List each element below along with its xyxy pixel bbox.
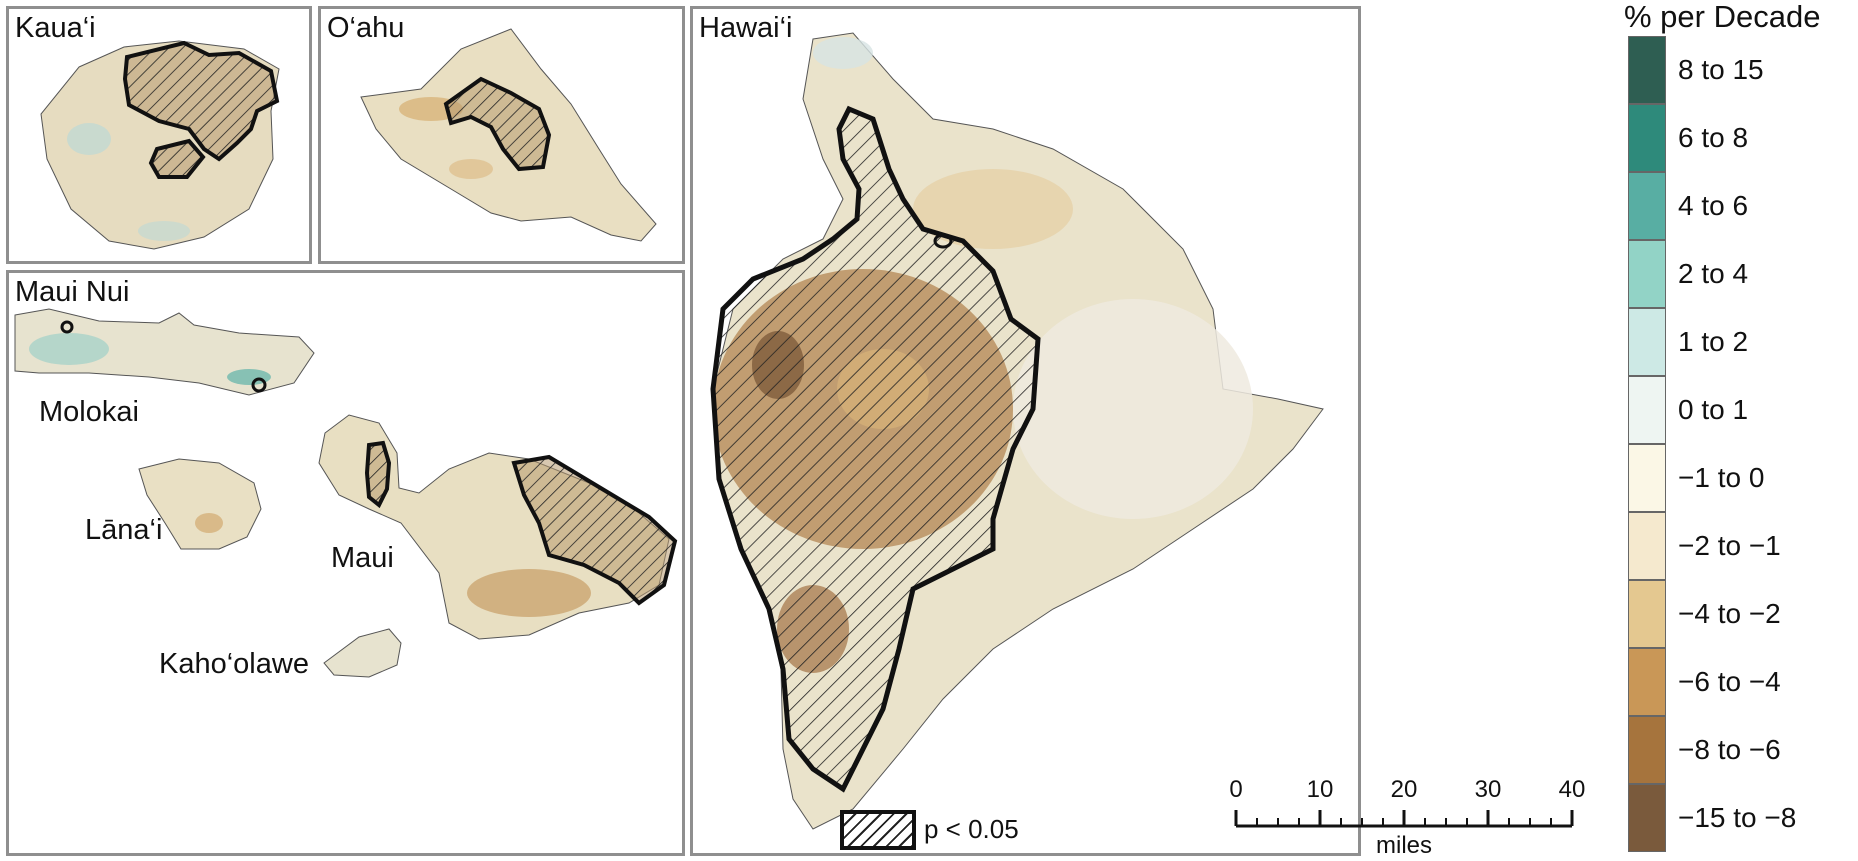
significance-label: p < 0.05 (924, 814, 1019, 844)
panel-title-kauai: Kaua‘i (15, 12, 96, 44)
legend-swatch (1628, 172, 1666, 240)
kauai-significance-region (122, 40, 280, 162)
legend-swatch (1628, 36, 1666, 104)
legend-swatch (1628, 240, 1666, 308)
legend-swatch (1628, 308, 1666, 376)
hawaii-dry-zone-north (913, 169, 1073, 249)
kahoolawe-island (323, 628, 402, 678)
legend-label: −1 to 0 (1678, 462, 1765, 493)
scale-bar-tick-label: 30 (1474, 776, 1502, 803)
maui-nui-panel: Maui Nui Molokai Lāna‘i Maui Kaho‘olawe (6, 270, 685, 856)
kauai-wet-zone-south (138, 221, 190, 241)
legend-label: −6 to −4 (1678, 666, 1781, 697)
kauai-map (40, 40, 280, 250)
kauai-panel: Kaua‘i (6, 6, 312, 264)
panel-title-hawaii: Hawai‘i (699, 12, 793, 44)
island-label-molokai: Molokai (39, 396, 139, 428)
hawaii-neutral-east (1013, 299, 1253, 519)
scale-bar-tick-label: 40 (1558, 776, 1586, 803)
oahu-map (360, 28, 657, 242)
molokai-significance-dot (60, 320, 74, 334)
oahu-panel: O‘ahu (318, 6, 685, 264)
scale-bar-tick-label: 10 (1306, 776, 1334, 803)
kauai-wet-zone (67, 123, 111, 155)
island-label-kahoolawe: Kaho‘olawe (159, 648, 309, 680)
panel-title-oahu: O‘ahu (327, 12, 405, 44)
legend-swatch (1628, 784, 1666, 852)
legend-label: −8 to −6 (1678, 734, 1781, 765)
scale-bar-tick-label: 0 (1229, 776, 1243, 803)
molokai-wet-zone (29, 333, 109, 365)
hawaii-map (710, 32, 1324, 830)
hawaii-wet-zone-north (813, 37, 873, 69)
hawaii-significance-region (710, 105, 1041, 793)
hawaii-significance-dot (933, 233, 953, 249)
legend-swatch (1628, 104, 1666, 172)
scale-bar (1234, 810, 1574, 828)
legend-swatch (1628, 716, 1666, 784)
lanai-island (138, 458, 262, 550)
hawaii-panel: Hawai‘i (690, 6, 1361, 856)
legend-swatch (1628, 512, 1666, 580)
oahu-significance-region (443, 76, 552, 172)
maui-dry-zone (467, 569, 591, 617)
molokai-wet-zone-east (227, 369, 271, 385)
legend-title: % per Decade (1624, 0, 1821, 34)
island-label-maui: Maui (331, 542, 394, 574)
legend-label: 6 to 8 (1678, 122, 1749, 153)
legend-label: 1 to 2 (1678, 326, 1749, 357)
legend-label: −4 to −2 (1678, 598, 1781, 629)
legend-swatch (1628, 580, 1666, 648)
panel-title-maui-nui: Maui Nui (15, 276, 130, 308)
lanai-dry-zone (195, 513, 223, 533)
legend-swatch (1628, 648, 1666, 716)
scale-bar-tick-label: 20 (1390, 776, 1418, 803)
legend-label: 0 to 1 (1678, 394, 1749, 425)
legend-swatch (1628, 444, 1666, 512)
oahu-dry-zone-south (449, 159, 493, 179)
maui-nui-map (14, 308, 678, 678)
legend-label: 2 to 4 (1678, 258, 1749, 289)
scale-bar-units: miles (1375, 832, 1433, 859)
legend-label: 4 to 6 (1678, 190, 1749, 221)
scale-bar-ticks (1234, 810, 1574, 826)
significance-swatch (840, 810, 916, 850)
legend-label: 8 to 15 (1678, 54, 1764, 85)
legend-swatch (1628, 376, 1666, 444)
legend-label: −2 to −1 (1678, 530, 1781, 561)
legend-label: −15 to −8 (1678, 802, 1797, 833)
molokai-significance-east-dot (251, 377, 267, 393)
island-label-lanai: Lāna‘i (85, 514, 163, 546)
kauai-significance-small (148, 138, 206, 179)
maui-significance-east (511, 454, 678, 606)
maui-significance-west (364, 440, 392, 509)
